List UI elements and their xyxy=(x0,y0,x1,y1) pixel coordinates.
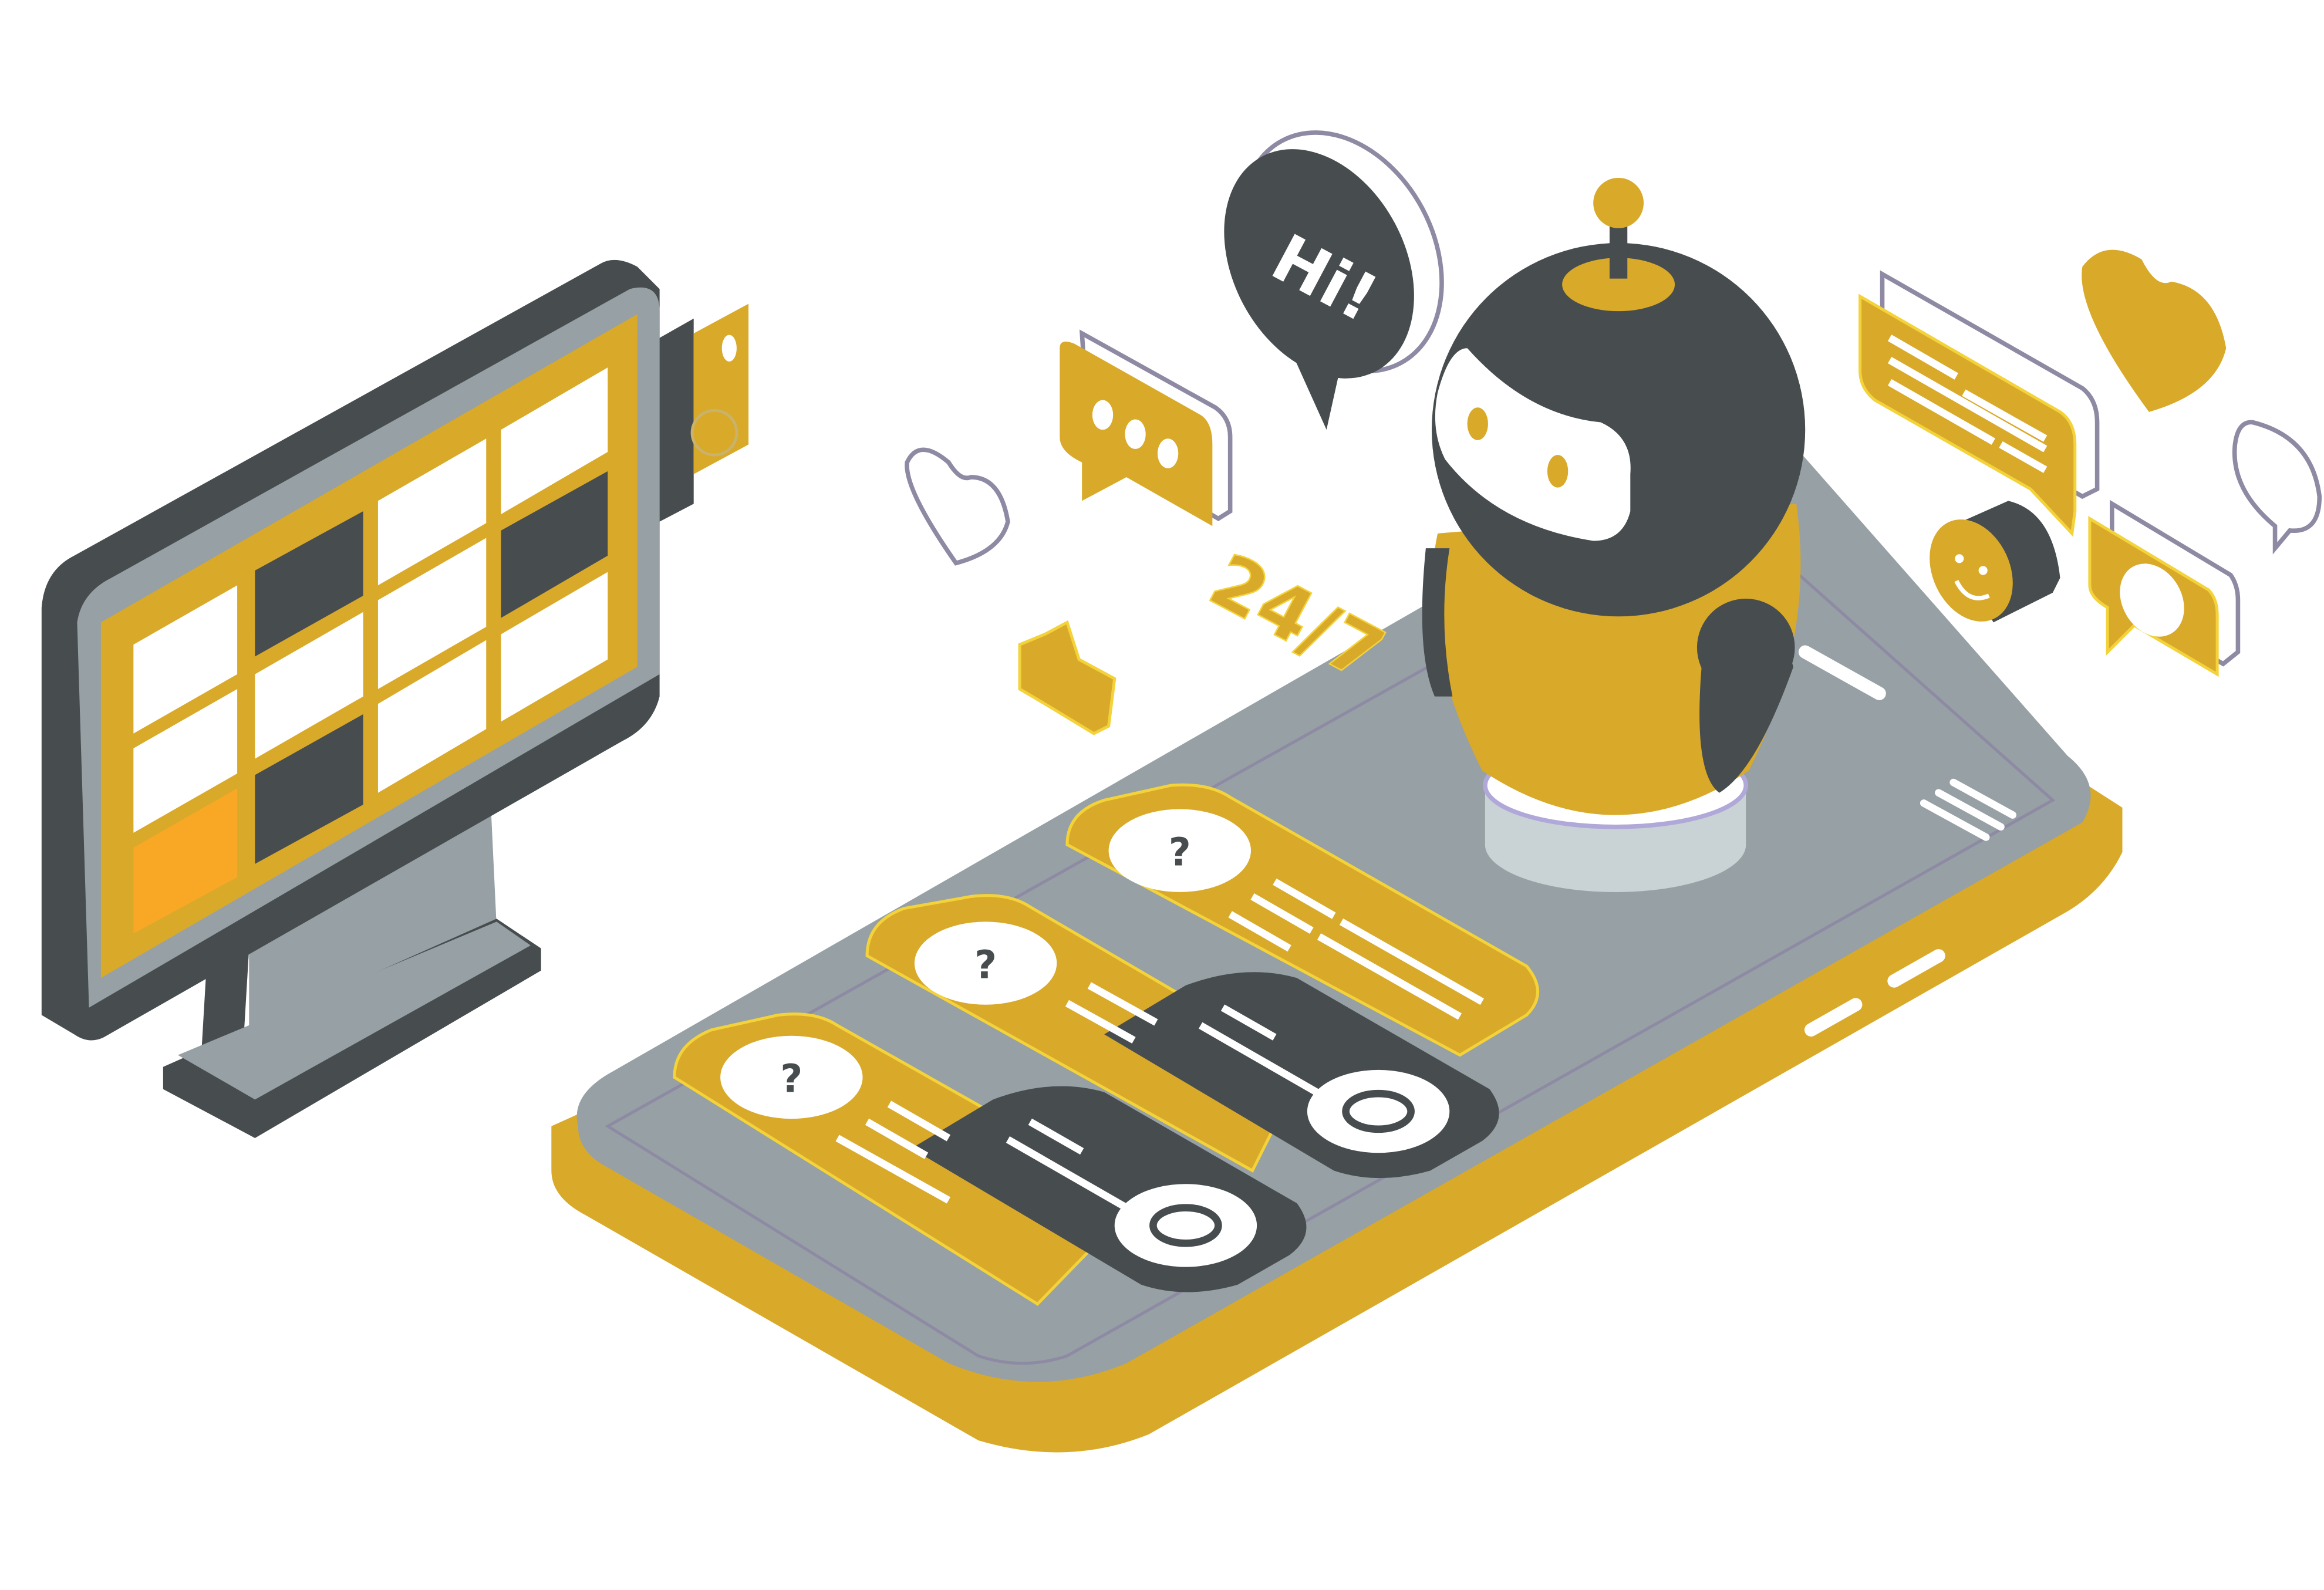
side-buttons xyxy=(1798,645,1945,1037)
question-card: ? xyxy=(673,1012,1144,1306)
question-icon: ? xyxy=(974,943,997,987)
chat-bubble-icon xyxy=(2088,499,2241,677)
question-icon: ? xyxy=(1169,830,1191,875)
message-lines-bubble-icon xyxy=(1858,270,2100,537)
speech-bubble-outline-icon xyxy=(2232,420,2322,555)
monitor xyxy=(41,259,749,1138)
chat-cards: ? ? ? xyxy=(673,783,1539,1306)
question-card: ? xyxy=(865,894,1307,1173)
speaker-lines-icon xyxy=(1920,778,2016,841)
thumbs-up-icon xyxy=(1018,620,1117,735)
robot-chatbot xyxy=(1422,177,1806,892)
heart-icon xyxy=(2082,249,2227,412)
availability-badge-24-7: 24/7 xyxy=(1196,537,1397,698)
calendar-grid xyxy=(133,367,608,934)
hi-speech-bubble: Hi! xyxy=(1224,130,1444,430)
smiley-face-icon xyxy=(1930,501,2060,623)
heart-outline-icon xyxy=(905,447,1010,566)
question-card: ? xyxy=(1065,783,1539,1057)
question-icon: ? xyxy=(780,1057,802,1102)
typing-chat-bubble-icon xyxy=(1060,329,1233,526)
message-lines xyxy=(835,878,1484,1211)
globe-card-icon xyxy=(659,303,749,522)
